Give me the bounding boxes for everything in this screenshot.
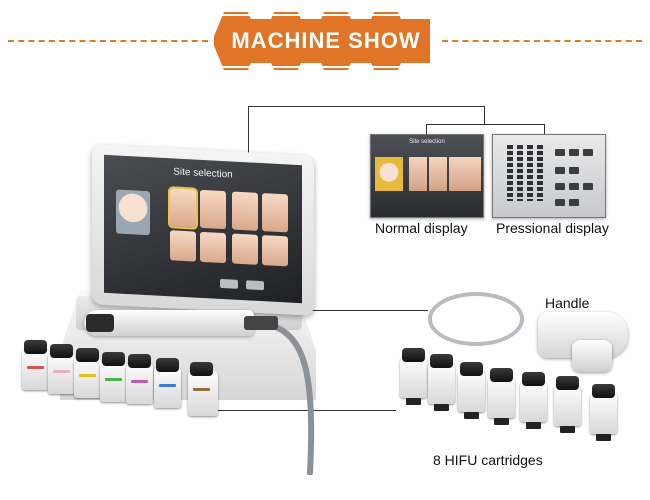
cartridge-cap	[402, 348, 425, 362]
screen-button-left[interactable]	[220, 278, 238, 289]
prof-key	[583, 149, 593, 156]
hifu-cartridge	[554, 376, 581, 433]
wand-neck	[244, 316, 278, 330]
hifu-cartridge	[428, 354, 455, 411]
normal-display-label: Normal display	[375, 220, 468, 236]
cartridge-stripe	[159, 384, 176, 387]
machine-hose	[267, 322, 315, 475]
machine-cartridge	[154, 358, 181, 408]
cartridge-stripe	[79, 374, 96, 377]
screen-thumb-2[interactable]	[200, 189, 226, 230]
screen-title: Site selection	[173, 166, 233, 181]
prof-level-bar	[537, 145, 543, 201]
screen-thumb-5[interactable]	[170, 230, 196, 262]
cartridge-cap	[190, 362, 213, 376]
machine-cartridge	[126, 354, 153, 404]
prof-key	[555, 167, 565, 174]
cartridge-cap	[102, 352, 125, 366]
normal-display-thumb-2	[429, 157, 447, 191]
cartridge-foot	[464, 412, 479, 419]
wand-tip	[86, 314, 114, 332]
cartridge-cap	[24, 340, 47, 354]
hifu-cartridge	[520, 372, 547, 429]
prof-level-bar	[517, 145, 523, 201]
cartridge-cap	[128, 354, 151, 368]
cartridge-stripe	[27, 366, 44, 369]
leader-normal-drop	[426, 124, 427, 134]
prof-key	[569, 149, 579, 156]
cartridge-foot	[434, 404, 449, 411]
banner-title: MACHINE SHOW	[231, 28, 421, 53]
normal-display-image: Site selection	[370, 134, 484, 218]
screen-thumb-3[interactable]	[232, 191, 258, 231]
cartridge-cap	[156, 358, 179, 372]
screen-thumb-8[interactable]	[262, 235, 288, 267]
cartridge-cap	[490, 368, 513, 382]
screen-thumb-7[interactable]	[232, 233, 258, 265]
machine-cartridge	[188, 362, 218, 416]
prof-key	[569, 199, 579, 206]
prof-key	[555, 149, 565, 156]
screen-face-thumb[interactable]	[116, 189, 150, 236]
cartridge-foot	[560, 426, 575, 433]
machine-cartridge	[48, 344, 75, 394]
handle-label: Handle	[545, 295, 590, 311]
handle-tip	[572, 340, 612, 372]
normal-display-thumb-3	[449, 157, 467, 191]
machine-cartridge	[74, 348, 101, 398]
professional-display-label: Pressional display	[496, 220, 609, 236]
normal-display-thumb-1	[409, 157, 427, 191]
hifu-cartridge	[458, 362, 485, 419]
cartridge-cap	[50, 344, 73, 358]
screen-thumb-1[interactable]	[170, 188, 196, 228]
prof-key	[569, 167, 579, 174]
leader-split-horizontal	[426, 124, 544, 125]
banner-left-dash	[8, 40, 208, 42]
leader-top-horizontal	[248, 106, 484, 107]
professional-display-image	[492, 134, 606, 218]
cartridge-foot	[526, 422, 541, 429]
banner-outline	[212, 14, 440, 68]
machine-cartridge	[100, 352, 127, 402]
screen-thumb-4[interactable]	[262, 193, 288, 233]
normal-display-thumb-4	[467, 157, 481, 191]
prof-key	[569, 183, 579, 190]
cartridge-stripe	[53, 370, 70, 373]
cartridge-cap	[460, 362, 483, 376]
prof-level-bar	[507, 145, 513, 201]
cartridge-cap	[430, 354, 453, 368]
cartridge-stripe	[105, 378, 122, 381]
hifu-cartridge	[400, 348, 427, 405]
machine-cartridge	[22, 340, 49, 390]
hifu-cartridge	[488, 368, 515, 425]
cartridge-foot	[494, 418, 509, 425]
cartridge-foot	[596, 434, 611, 441]
prof-key	[555, 199, 565, 206]
cartridge-stripe	[131, 380, 148, 383]
handle-cable	[428, 292, 524, 346]
prof-key	[555, 183, 565, 190]
normal-display-face-thumb	[375, 157, 403, 191]
screen-button-right[interactable]	[246, 280, 264, 291]
cartridge-cap	[522, 372, 545, 386]
prof-key	[583, 183, 593, 190]
banner-right-dash	[442, 40, 642, 42]
leader-cartridges	[210, 410, 396, 411]
hifu-cartridge	[590, 384, 617, 441]
banner-band	[222, 19, 430, 63]
leader-right-vertical	[484, 106, 485, 124]
cartridge-stripe	[193, 388, 210, 391]
cartridges-label: 8 HIFU cartridges	[433, 452, 543, 468]
leader-screen-vertical	[248, 106, 249, 186]
normal-display-title: Site selection	[409, 139, 445, 145]
leader-prof-drop	[544, 124, 545, 134]
prof-level-bar	[527, 145, 533, 201]
screen-thumb-6[interactable]	[200, 231, 226, 264]
monitor-screen: Site selection	[104, 154, 302, 304]
cartridge-cap	[592, 384, 615, 398]
cartridge-cap	[76, 348, 99, 362]
cartridge-foot	[406, 398, 421, 405]
cartridge-cap	[556, 376, 579, 390]
